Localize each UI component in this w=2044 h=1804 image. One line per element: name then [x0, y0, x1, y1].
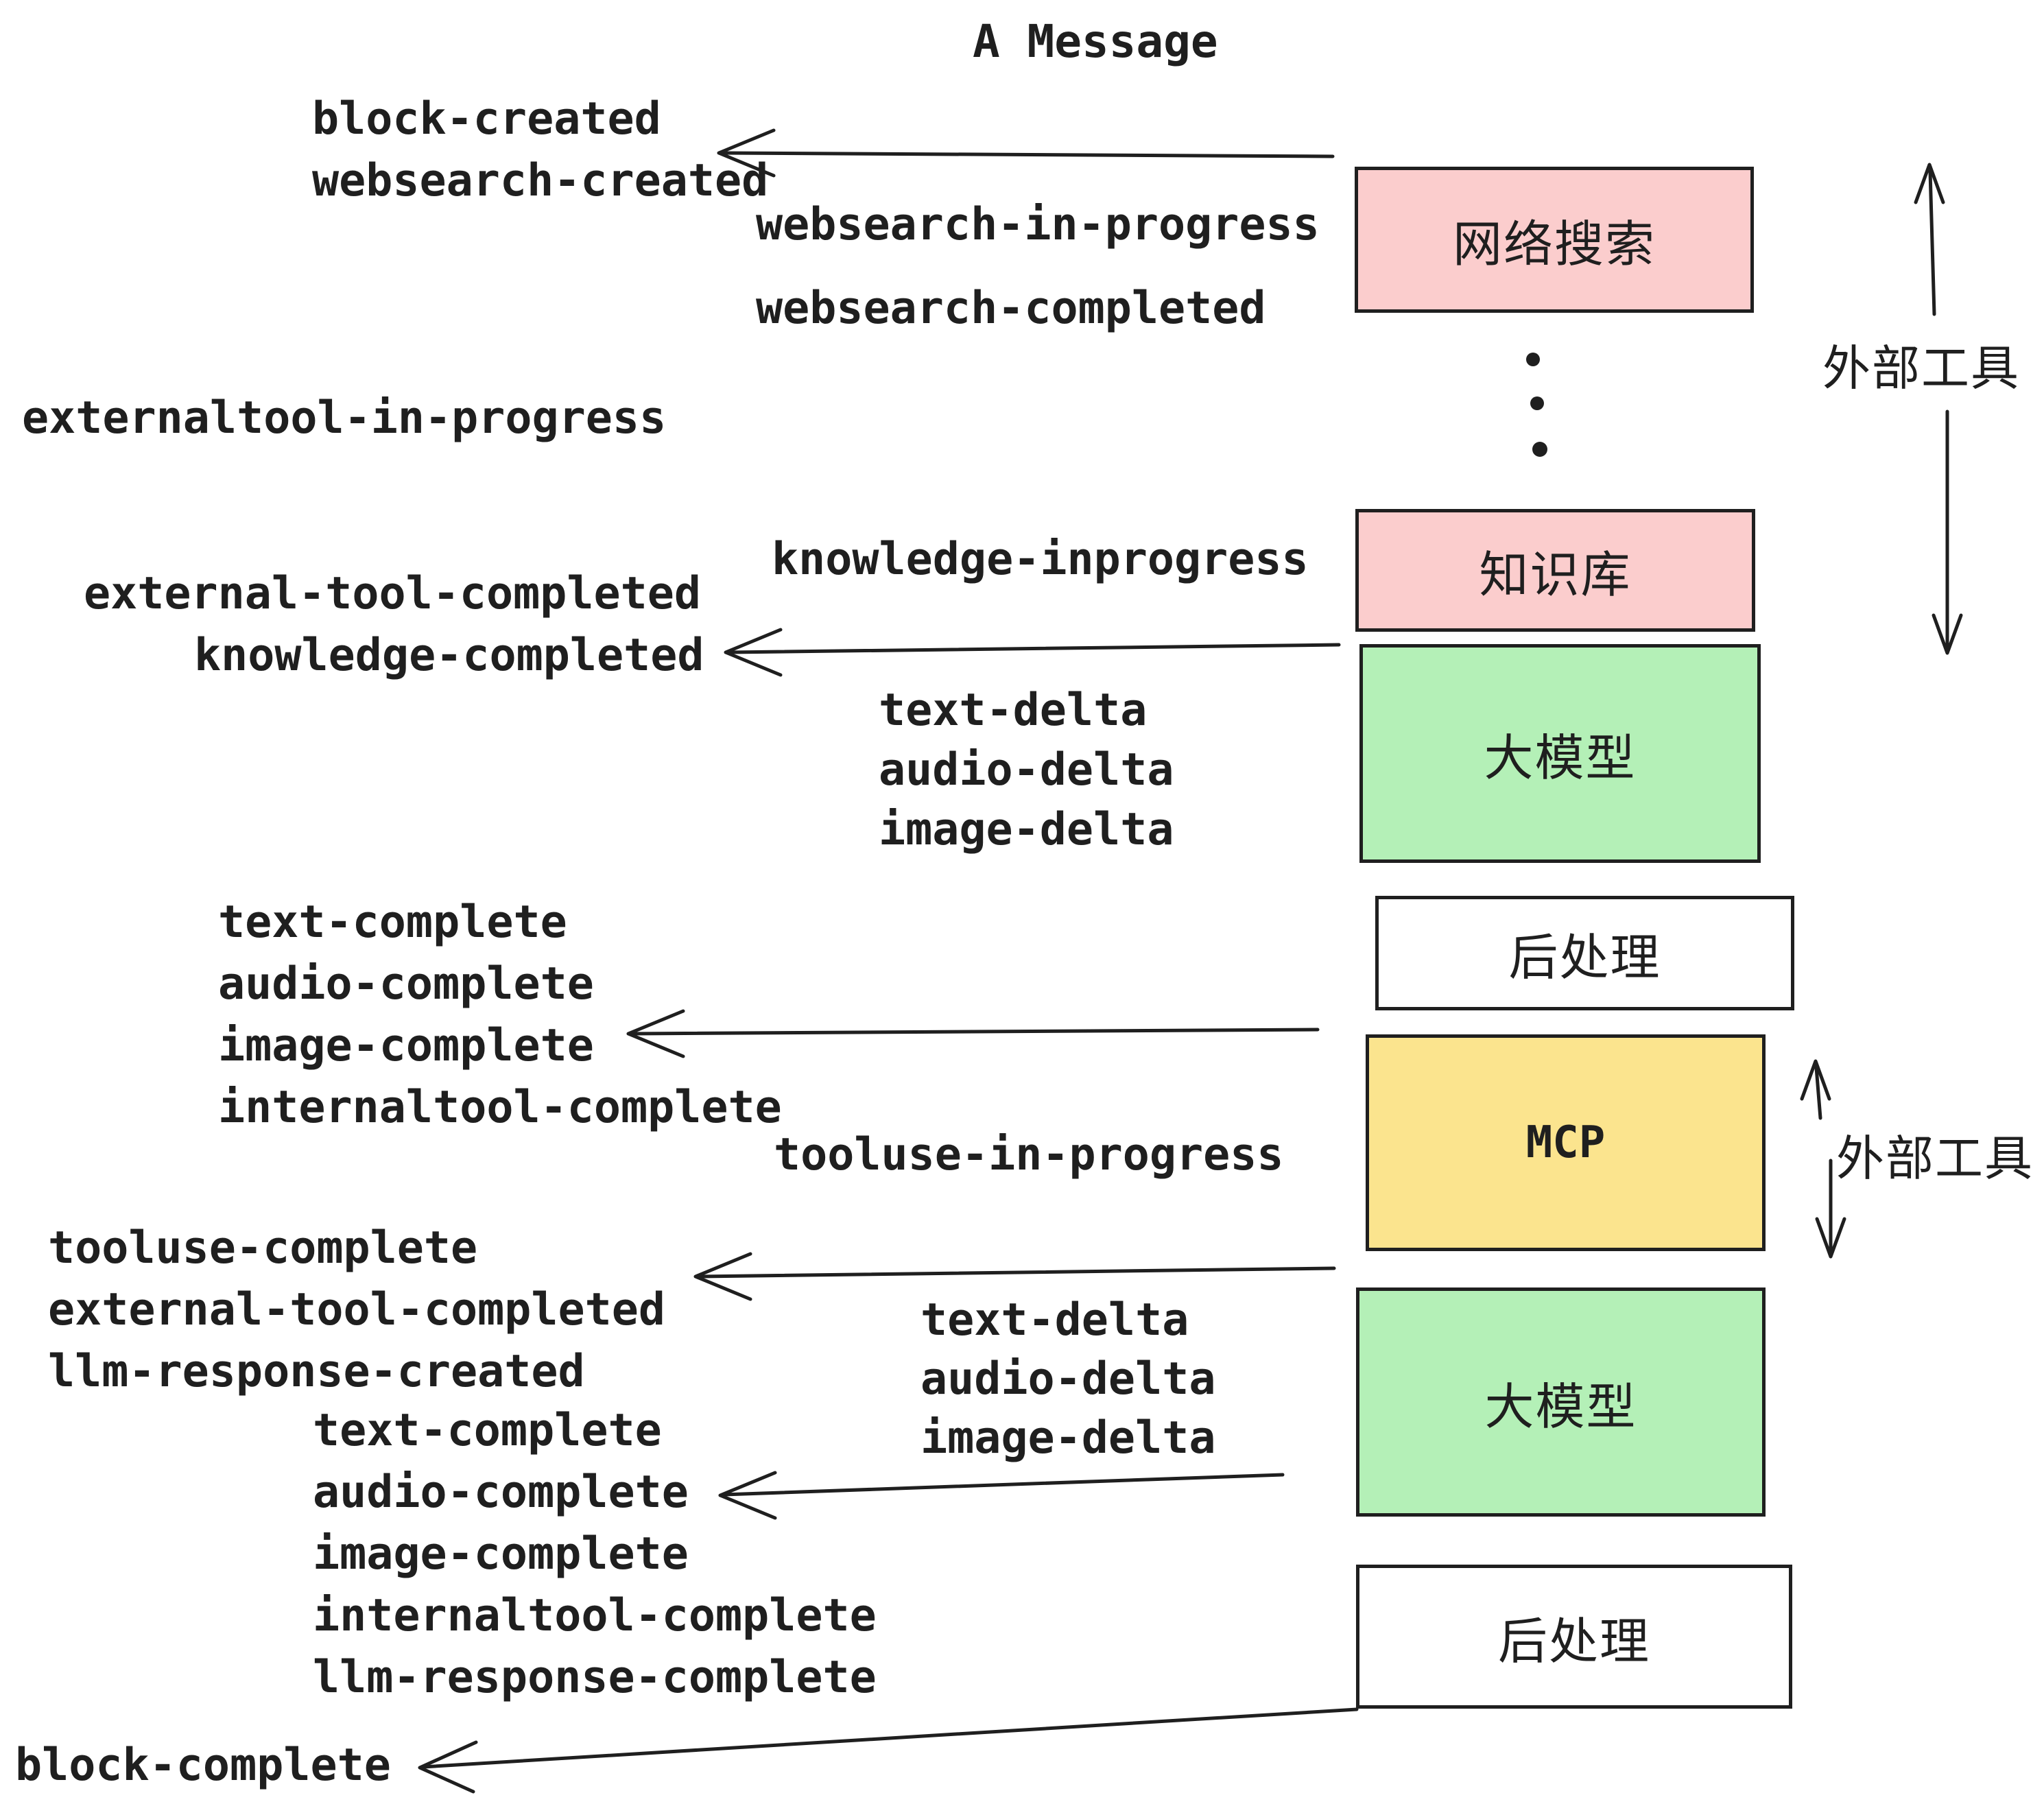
- event-audio-delta-2: audio-delta: [920, 1353, 1216, 1405]
- event-block-created: block-created: [312, 93, 661, 145]
- box-post-processing-2-label: 后处理: [1497, 1614, 1650, 1670]
- box-llm-1-label: 大模型: [1484, 731, 1637, 786]
- external-tools-label-1: 外部工具: [1822, 342, 2020, 395]
- event-websearch-created: websearch-created: [312, 155, 769, 206]
- box-mcp-label: MCP: [1525, 1117, 1606, 1168]
- box-mcp: MCP: [1366, 1034, 1766, 1251]
- box-post-processing-2: 后处理: [1356, 1565, 1792, 1709]
- arrow-to-block-created: [717, 128, 1335, 178]
- box-websearch: 网络搜索: [1355, 167, 1754, 313]
- event-text-delta-2: text-delta: [920, 1294, 1189, 1346]
- arrow-to-audio-complete: [718, 1471, 1285, 1520]
- event-websearch-in-progress: websearch-in-progress: [756, 199, 1320, 250]
- arrow-to-knowledge-completed: [724, 628, 1341, 677]
- external-tools-arrow-down-1: [1932, 410, 1963, 655]
- event-websearch-completed: websearch-completed: [756, 283, 1266, 334]
- event-tooluse-complete: tooluse-complete: [48, 1222, 478, 1274]
- event-image-complete-2: image-complete: [313, 1528, 689, 1580]
- event-knowledge-completed: knowledge-completed: [194, 630, 704, 681]
- event-image-complete-1: image-complete: [218, 1020, 594, 1071]
- external-tools-arrow-down-2: [1815, 1159, 1846, 1259]
- event-llm-response-complete: llm-response-complete: [313, 1652, 877, 1703]
- event-tooluse-in-progress: tooluse-in-progress: [774, 1129, 1284, 1180]
- event-text-complete-2: text-complete: [313, 1405, 662, 1456]
- ellipsis-dots: [1526, 353, 1547, 457]
- event-audio-complete-2: audio-complete: [313, 1467, 689, 1518]
- event-internaltool-complete-1: internaltool-complete: [218, 1082, 782, 1133]
- box-post-processing-1-label: 后处理: [1508, 931, 1661, 986]
- box-llm-2-label: 大模型: [1484, 1379, 1637, 1435]
- box-llm-1: 大模型: [1359, 644, 1761, 863]
- box-knowledge-base: 知识库: [1355, 509, 1755, 632]
- event-audio-delta-1: audio-delta: [879, 744, 1174, 796]
- event-llm-response-created: llm-response-created: [48, 1346, 585, 1397]
- event-block-complete: block-complete: [15, 1740, 391, 1791]
- external-tools-arrow-up-2: [1800, 1059, 1831, 1120]
- box-knowledge-base-label: 知识库: [1479, 548, 1632, 603]
- arrow-to-block-complete: [418, 1707, 1359, 1794]
- event-image-delta-2: image-delta: [920, 1412, 1216, 1464]
- event-knowledge-inprogress: knowledge-inprogress: [772, 534, 1309, 585]
- page-title: A Message: [973, 15, 1218, 68]
- event-text-complete-1: text-complete: [218, 897, 567, 948]
- external-tools-arrow-up-1: [1914, 163, 1945, 316]
- external-tools-label-2: 外部工具: [1836, 1132, 2034, 1185]
- box-post-processing-1: 后处理: [1375, 896, 1794, 1010]
- event-external-tool-completed-2: external-tool-completed: [48, 1284, 666, 1336]
- event-text-delta-1: text-delta: [879, 685, 1148, 736]
- event-audio-complete-1: audio-complete: [218, 958, 594, 1010]
- event-external-tool-completed-1: external-tool-completed: [84, 568, 702, 619]
- box-websearch-label: 网络搜索: [1452, 217, 1656, 272]
- event-externaltool-in-progress: externaltool-in-progress: [22, 392, 667, 444]
- event-image-delta-1: image-delta: [879, 804, 1174, 855]
- event-internaltool-complete-2: internaltool-complete: [313, 1590, 877, 1641]
- arrow-to-tooluse-complete: [693, 1252, 1336, 1301]
- arrow-to-image-complete: [626, 1009, 1320, 1058]
- box-llm-2: 大模型: [1356, 1287, 1766, 1517]
